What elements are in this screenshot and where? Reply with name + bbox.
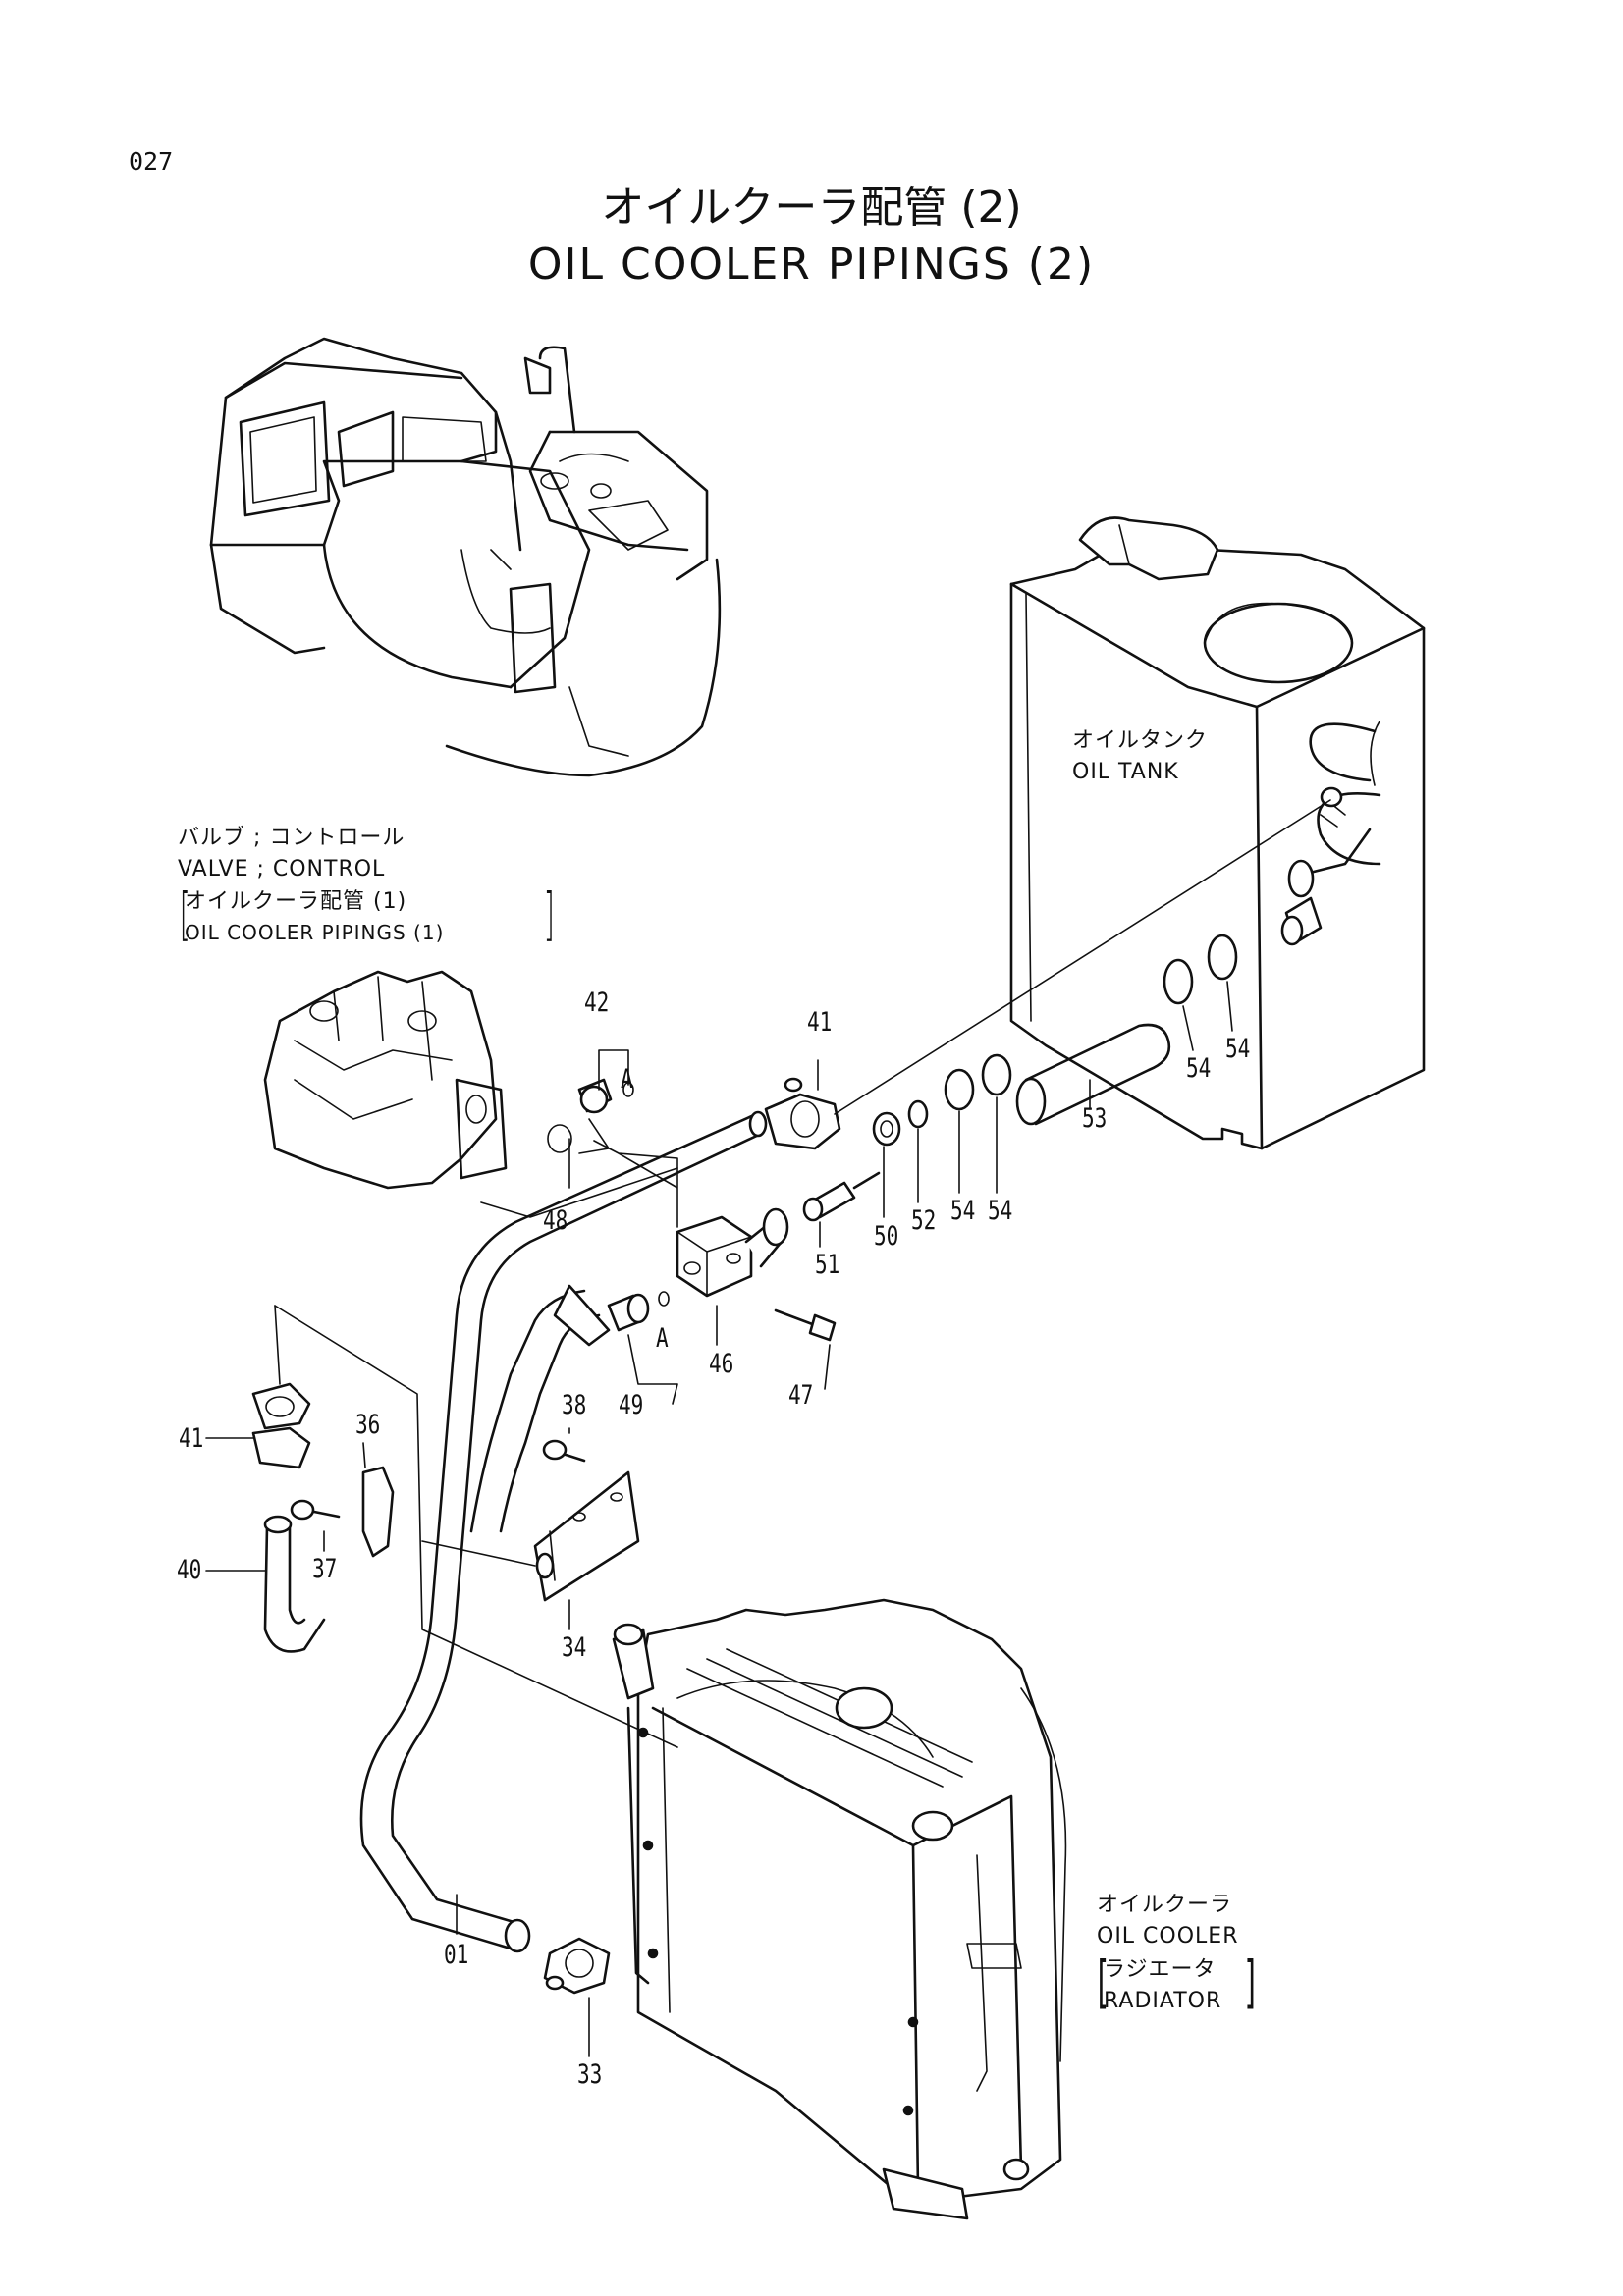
callout-48: 48 xyxy=(543,1205,568,1236)
control-valve-illustration xyxy=(263,970,508,1190)
reference-label-japanese: オイルクーラ配管 (1) xyxy=(185,889,407,914)
callout-49: 49 xyxy=(619,1390,644,1420)
callout-53: 53 xyxy=(1082,1103,1108,1134)
callout-42: 42 xyxy=(584,988,610,1018)
oil-tank-illustration xyxy=(1009,516,1426,1150)
oil-tank-label: OIL TANK xyxy=(1072,760,1179,784)
excavator-illustration xyxy=(209,337,722,777)
callout-41: 41 xyxy=(179,1423,204,1454)
radiator-label-japanese: ラジエータ xyxy=(1104,1957,1217,1982)
right-bracket: ] xyxy=(1244,1949,1256,2015)
callout-36: 36 xyxy=(355,1410,381,1440)
callout-33: 33 xyxy=(577,2059,603,2090)
oil-cooler-label: OIL COOLER xyxy=(1097,1924,1239,1949)
oil-pipes xyxy=(263,1023,1171,1953)
callout-a: A xyxy=(621,1064,633,1095)
page-title: OIL COOLER PIPINGS (2) xyxy=(527,240,1096,290)
page-number: 027 xyxy=(129,147,174,176)
callout-54: 54 xyxy=(950,1196,976,1226)
radiator-label: RADIATOR xyxy=(1104,1989,1222,2013)
callout-54: 54 xyxy=(1225,1034,1251,1064)
callout-51: 51 xyxy=(815,1250,840,1280)
left-bracket: [ xyxy=(1097,1949,1109,2015)
leader-lines xyxy=(205,799,1331,2057)
callout-46: 46 xyxy=(709,1349,734,1379)
callout-40: 40 xyxy=(177,1555,202,1585)
callout-37: 37 xyxy=(312,1554,338,1584)
callout-54: 54 xyxy=(1186,1053,1212,1084)
callout-41: 41 xyxy=(807,1007,833,1038)
callout-52: 52 xyxy=(911,1205,937,1236)
control-valve-label: VALVE ; CONTROL xyxy=(178,857,386,881)
page-title-japanese: オイルクーラ配管 (2) xyxy=(601,183,1022,233)
callout-50: 50 xyxy=(874,1221,899,1252)
callout-38: 38 xyxy=(562,1390,587,1420)
oil-tank-label-japanese: オイルタンク xyxy=(1072,728,1209,753)
callout-a: A xyxy=(656,1323,669,1354)
left-bracket: [ xyxy=(179,881,190,947)
oil-cooler-radiator-illustration xyxy=(612,1598,1067,2220)
callout-34: 34 xyxy=(562,1632,587,1663)
control-valve-label-japanese: バルブ ; コントロール xyxy=(178,826,406,850)
oil-cooler-label-japanese: オイルクーラ xyxy=(1097,1893,1233,1917)
right-bracket: ] xyxy=(543,881,555,947)
callout-47: 47 xyxy=(788,1380,814,1411)
callout-01: 01 xyxy=(444,1940,469,1970)
fittings xyxy=(251,896,1323,1995)
reference-label: OIL COOLER PIPINGS (1) xyxy=(185,921,445,944)
callout-54: 54 xyxy=(988,1196,1013,1226)
